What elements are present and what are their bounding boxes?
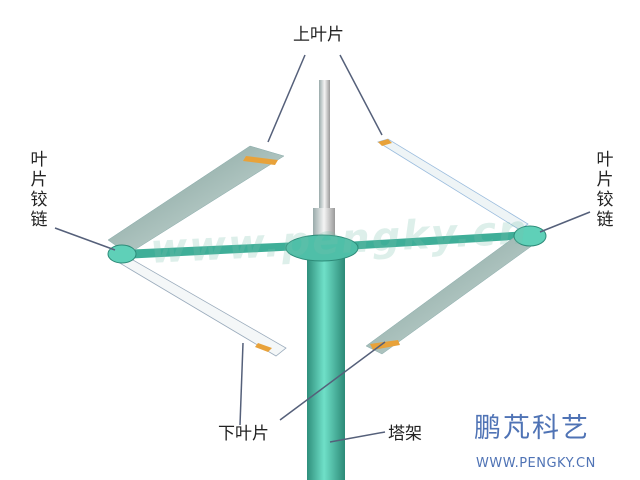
label-upper-blade: 上叶片	[293, 25, 344, 45]
right-hinge	[513, 225, 547, 247]
mast	[319, 80, 330, 215]
label-right-hinge: 叶片铰链	[596, 150, 614, 230]
upper-right-blade	[377, 138, 529, 231]
arm-right	[345, 231, 530, 250]
lower-left-blade	[117, 255, 287, 357]
leader-lines	[54, 54, 591, 443]
logo-url: WWW.PENGKY.CN	[476, 456, 596, 471]
blade-stripe	[243, 156, 278, 165]
logo-name: 鹏芃科艺	[474, 413, 590, 444]
hub	[285, 234, 359, 262]
label-left-hinge: 叶片铰链	[30, 150, 48, 230]
tower	[307, 255, 345, 480]
mast-sleeve	[313, 208, 335, 236]
blade-stripe	[255, 343, 272, 352]
label-lower-blade: 下叶片	[218, 424, 269, 444]
left-hinge	[107, 244, 137, 264]
arm-left	[120, 242, 300, 259]
blade-stripe	[378, 139, 392, 146]
label-tower: 塔架	[388, 424, 422, 444]
